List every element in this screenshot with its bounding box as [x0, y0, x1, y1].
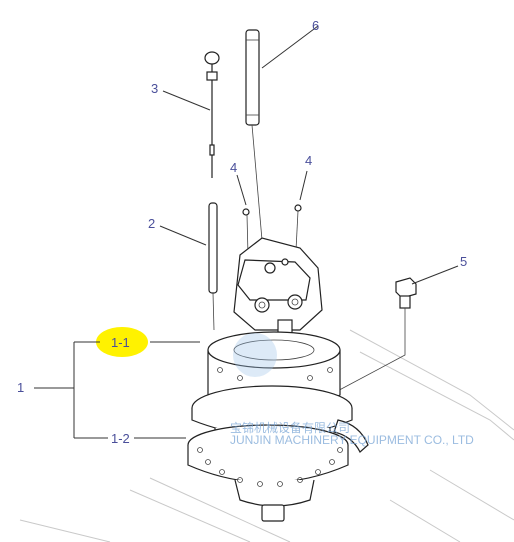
background-frame-lines: [19, 329, 514, 542]
swing-motor-valve-block: [233, 237, 323, 335]
company-watermark: 宝锦机械设备有限公司 JUNJIN MACHINERY EQUIPMENT CO…: [230, 333, 474, 447]
part-6-tube: [245, 29, 260, 126]
part-4-screw-right: [294, 204, 302, 212]
part-4-screw-left: [242, 208, 250, 216]
watermark-cn: 宝锦机械设备有限公司: [230, 420, 350, 435]
part-2-rod: [208, 202, 218, 294]
callout-1-1: 1-1: [111, 335, 130, 350]
callout-1-1-highlight: [96, 327, 148, 357]
callout-labels: 6 3 2 4 4 5 1-1 1 1-2: [17, 18, 467, 446]
callout-5: 5: [460, 254, 467, 269]
callout-3: 3: [151, 81, 158, 96]
callout-2: 2: [148, 216, 155, 231]
callout-4-left: 4: [230, 160, 237, 175]
callout-6: 6: [312, 18, 319, 33]
watermark-en: JUNJIN MACHINERY EQUIPMENT CO., LTD: [230, 433, 474, 447]
side-fitting: [333, 419, 369, 453]
reduction-gear-body: [187, 424, 349, 522]
callout-1-2: 1-2: [111, 431, 130, 446]
callout-1: 1: [17, 380, 24, 395]
flange-bolt-holes: [197, 367, 343, 487]
part-3-dipstick: [204, 51, 220, 178]
callout-4-right: 4: [305, 153, 312, 168]
leader-lines: [34, 25, 459, 439]
part-5-bolt: [395, 277, 417, 309]
